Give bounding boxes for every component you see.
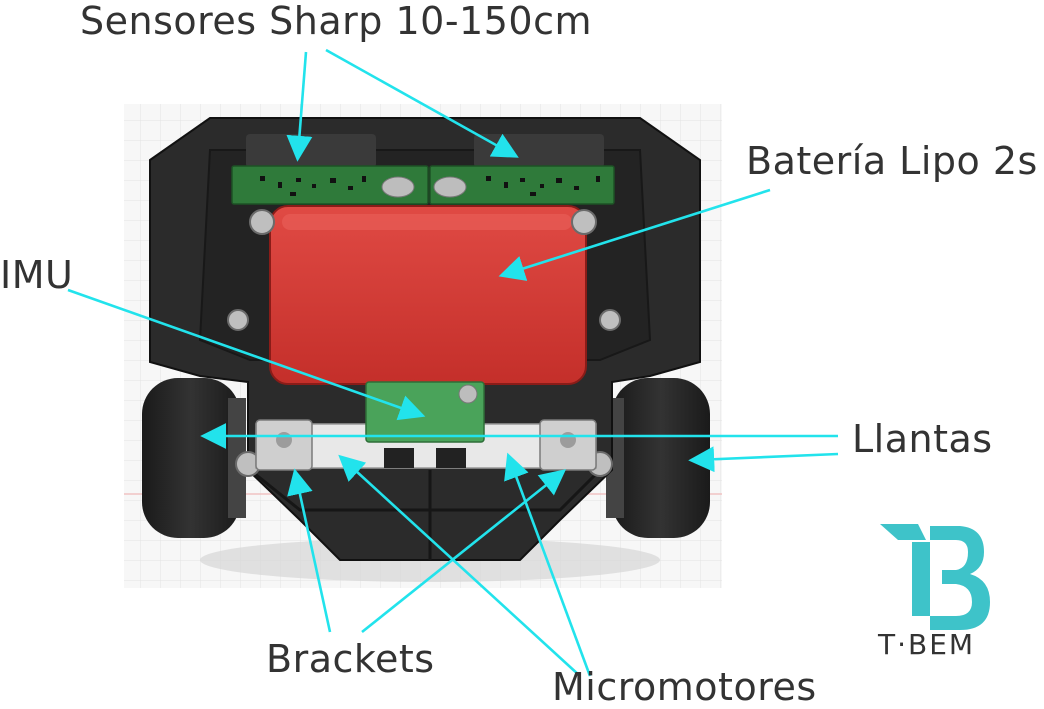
- bracket-left: [255, 419, 313, 471]
- arrow-imu: [67, 288, 426, 421]
- arrow-sensor-right: [325, 48, 519, 158]
- arrow-wheel-right: [688, 446, 839, 473]
- arrow-battery: [498, 188, 771, 281]
- wheels-label: Llantas: [852, 417, 993, 461]
- callout-arrows: [67, 48, 839, 677]
- sharp-sensor-left: [231, 165, 429, 205]
- arrow-bracket-left: [287, 468, 332, 633]
- brand-name: T·BEM: [878, 628, 976, 661]
- arrow-motor-right: [504, 452, 592, 677]
- battery-label: Batería Lipo 2s: [746, 139, 1038, 183]
- imu-label: IMU: [0, 253, 74, 297]
- lipo-battery: [269, 205, 587, 385]
- sensors-label: Sensores Sharp 10-150cm: [80, 0, 592, 43]
- sharp-sensor-right: [429, 165, 615, 205]
- micromotors-label: Micromotores: [552, 665, 817, 709]
- arrow-motor-left: [338, 454, 581, 677]
- arrow-bracket-right: [361, 469, 567, 634]
- brackets-label: Brackets: [266, 637, 435, 681]
- arrow-sensor-left: [286, 51, 313, 162]
- bracket-right: [539, 419, 597, 471]
- left-wheel: [142, 378, 246, 538]
- tbem-logo-icon: [880, 524, 990, 630]
- right-wheel: [606, 378, 710, 538]
- imu-board: [365, 381, 485, 443]
